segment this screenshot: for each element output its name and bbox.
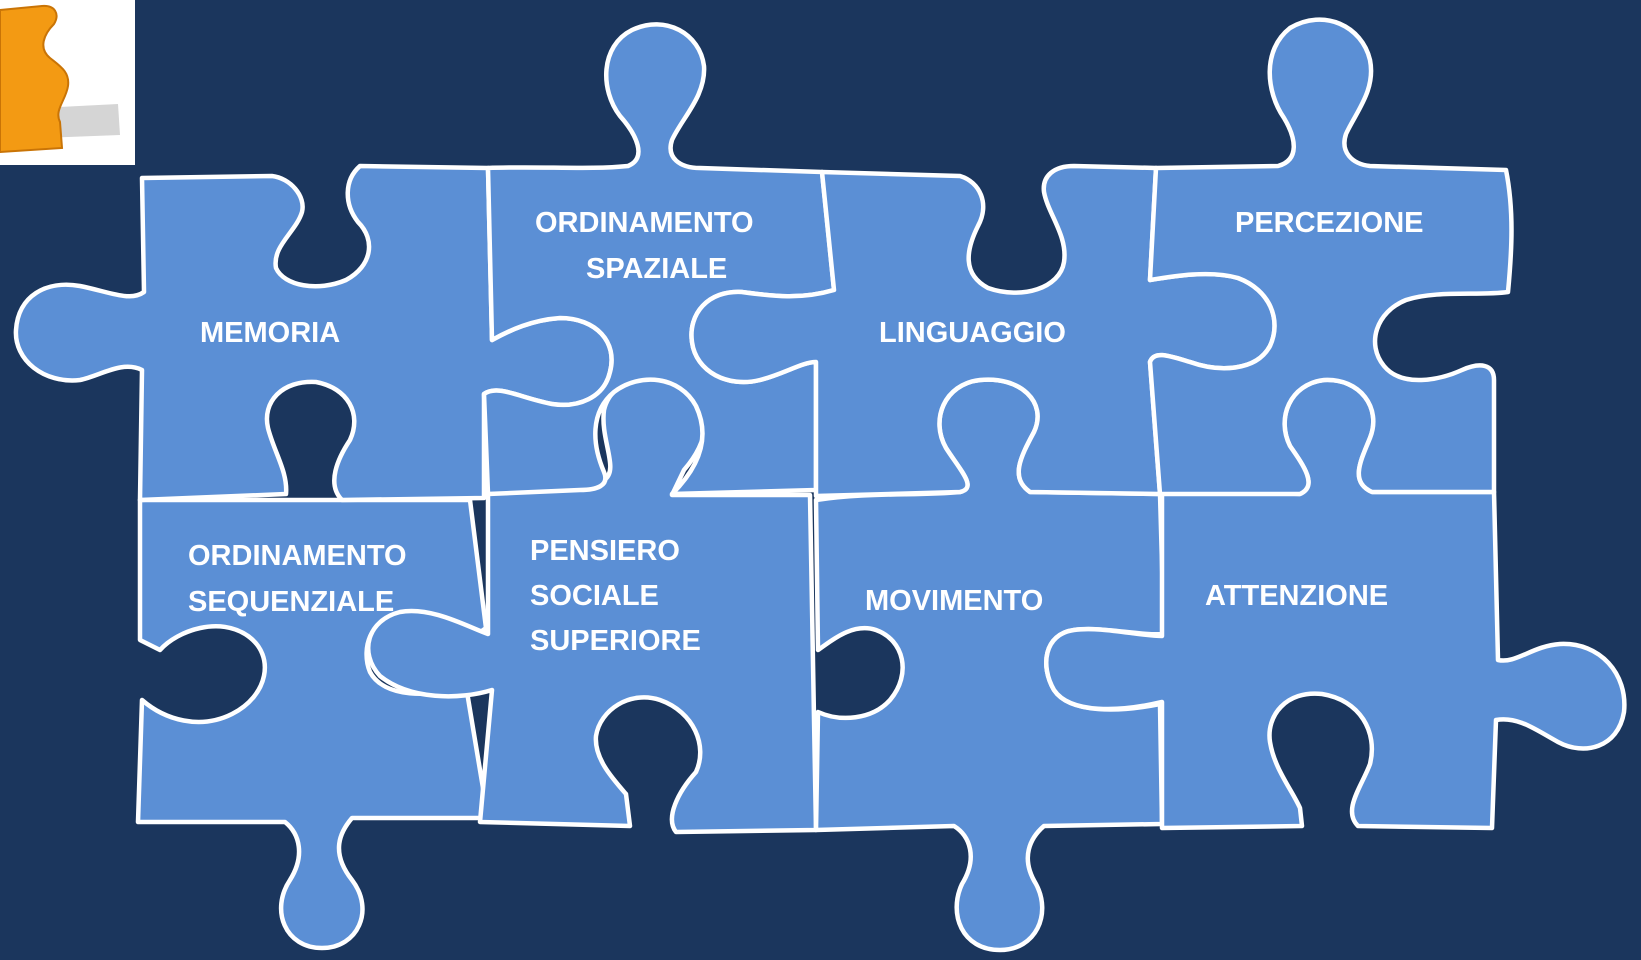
- label-attenzione: ATTENZIONE: [1205, 580, 1388, 612]
- label-movimento: MOVIMENTO: [865, 585, 1043, 617]
- label-pensiero-sociale-superiore-line-2: SOCIALE: [530, 580, 659, 612]
- label-ordinamento-spaziale-line-1: ORDINAMENTO: [535, 207, 754, 239]
- logo: [0, 0, 135, 165]
- label-ordinamento-sequenziale-line-2: SEQUENZIALE: [188, 586, 394, 618]
- label-attenzione-line: ATTENZIONE: [1205, 580, 1388, 612]
- label-linguaggio: LINGUAGGIO: [879, 317, 1066, 349]
- label-ordinamento-sequenziale: ORDINAMENTO SEQUENZIALE: [188, 540, 415, 618]
- label-percezione-line: PERCEZIONE: [1235, 207, 1424, 239]
- puzzle-piece-pensiero-sociale-superiore: [366, 376, 819, 835]
- puzzle-piece-icon: [0, 4, 70, 154]
- label-pensiero-sociale-superiore-line-3: SUPERIORE: [530, 625, 701, 657]
- label-linguaggio-line: LINGUAGGIO: [879, 317, 1066, 349]
- label-pensiero-sociale-superiore-line-1: PENSIERO: [530, 535, 680, 567]
- label-pensiero-sociale-superiore: PENSIERO SOCIALE SUPERIORE: [530, 535, 701, 657]
- label-ordinamento-spaziale-line-2: SPAZIALE: [586, 253, 727, 285]
- label-ordinamento-spaziale: ORDINAMENTO SPAZIALE: [535, 207, 762, 285]
- puzzle-piece-percezione: [1147, 17, 1514, 497]
- label-percezione: PERCEZIONE: [1235, 207, 1424, 239]
- label-movimento-line: MOVIMENTO: [865, 585, 1043, 617]
- label-memoria-line: MEMORIA: [200, 317, 340, 349]
- label-memoria: MEMORIA: [200, 317, 340, 349]
- label-ordinamento-sequenziale-line-1: ORDINAMENTO: [188, 540, 407, 572]
